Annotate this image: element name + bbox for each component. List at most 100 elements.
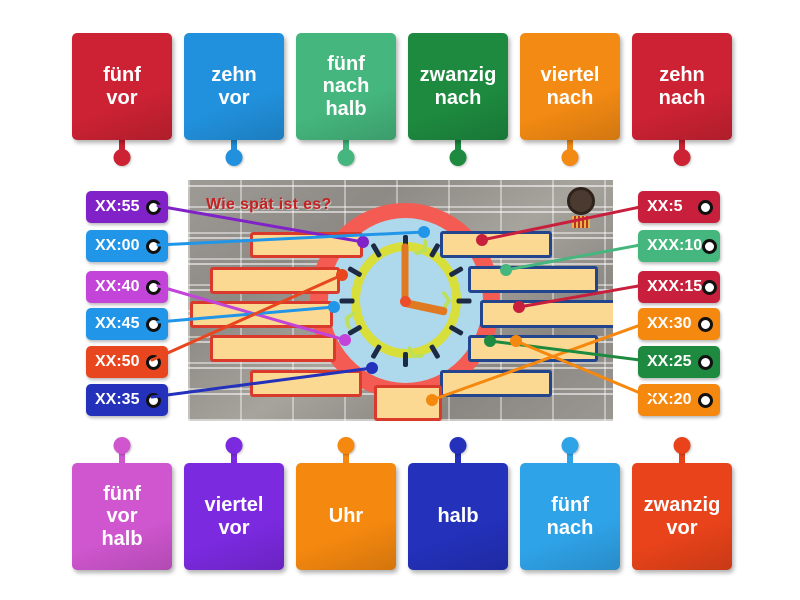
clock-tick (456, 298, 472, 304)
peg-stick (679, 449, 685, 463)
word-card[interactable]: viertel vor (184, 463, 284, 570)
connector-dot[interactable] (702, 238, 718, 254)
peg-knob (225, 149, 243, 166)
answer-chip[interactable]: XX:55 (86, 191, 168, 223)
peg-knob (337, 437, 355, 454)
answer-chip[interactable]: XXX:10 (638, 230, 720, 262)
answer-chip[interactable]: XX:40 (86, 271, 168, 303)
callout-box[interactable] (374, 385, 442, 421)
ornament-base (572, 216, 590, 228)
word-card[interactable]: halb (408, 463, 508, 570)
answer-chip[interactable]: XX:45 (86, 308, 168, 340)
callout-box[interactable] (480, 300, 613, 328)
answer-chip-label: XX:40 (95, 278, 140, 295)
answer-chip-label: XX:5 (647, 198, 683, 215)
word-card-label: viertel nach (540, 64, 600, 109)
word-card-label: zwanzig nach (419, 64, 497, 109)
word-card-peg (558, 138, 582, 166)
connector-dot[interactable] (146, 392, 161, 408)
answer-chip-label: XX:50 (95, 353, 140, 370)
peg-knob (561, 149, 579, 166)
peg-knob (673, 437, 691, 454)
answer-chip-label: XX:45 (95, 315, 140, 332)
word-card-peg (670, 437, 694, 465)
word-card[interactable]: fünf vor halb (72, 463, 172, 570)
answer-chip[interactable]: XX:50 (86, 346, 168, 378)
clock-tick (403, 352, 408, 367)
word-card[interactable]: fünf nach (520, 463, 620, 570)
peg-stick (567, 138, 573, 152)
answer-chip-label: XX:25 (647, 353, 692, 370)
peg-stick (119, 138, 125, 152)
callout-box[interactable] (250, 370, 362, 397)
peg-knob (113, 437, 131, 454)
word-card[interactable]: zwanzig vor (632, 463, 732, 570)
callout-box[interactable] (468, 335, 598, 362)
connector-dot[interactable] (146, 354, 161, 370)
word-card-label: zehn vor (211, 64, 257, 109)
answer-chip[interactable]: XX:25 (638, 346, 720, 378)
peg-knob (225, 437, 243, 454)
answer-chip-label: XX:00 (95, 237, 140, 254)
callout-box[interactable] (440, 370, 552, 397)
answer-chip[interactable]: XX:20 (638, 384, 720, 416)
answer-chip[interactable]: XX:35 (86, 384, 168, 416)
word-card-label: fünf vor halb (101, 482, 143, 550)
connector-dot[interactable] (698, 392, 713, 408)
connector-dot[interactable] (146, 279, 161, 295)
word-card[interactable]: zehn vor (184, 33, 284, 140)
peg-stick (231, 449, 237, 463)
peg-knob (449, 149, 467, 166)
answer-chip[interactable]: XXX:15 (638, 271, 720, 303)
connector-dot[interactable] (146, 316, 161, 332)
word-card-peg (558, 437, 582, 465)
peg-knob (337, 149, 355, 166)
answer-chip[interactable]: XX:5 (638, 191, 720, 223)
answer-chip-label: XXX:10 (647, 237, 703, 254)
connector-dot[interactable] (698, 199, 713, 215)
word-card-label: zehn nach (658, 64, 706, 109)
word-card[interactable]: fünf nach halb (296, 33, 396, 140)
picture-heading: Wie spät ist es? (206, 196, 332, 213)
answer-chip-label: XXX:15 (647, 278, 703, 295)
peg-knob (673, 149, 691, 166)
clock-tick (339, 298, 355, 304)
callout-box[interactable] (190, 301, 333, 328)
word-card[interactable]: zehn nach (632, 33, 732, 140)
word-card[interactable]: Uhr (296, 463, 396, 570)
connector-dot[interactable] (146, 199, 161, 215)
callout-box[interactable] (210, 335, 336, 362)
peg-knob (561, 437, 579, 454)
word-card-peg (110, 437, 134, 465)
word-card[interactable]: fünf vor (72, 33, 172, 140)
word-card[interactable]: zwanzig nach (408, 33, 508, 140)
word-card-label: viertel vor (204, 494, 264, 539)
word-card-peg (670, 138, 694, 166)
peg-stick (455, 449, 461, 463)
callout-box[interactable] (440, 231, 552, 258)
answer-chip-label: XX:30 (647, 315, 692, 332)
callout-box[interactable] (210, 267, 340, 294)
callout-box[interactable] (250, 232, 363, 258)
ornament-dial (567, 187, 595, 215)
word-card-label: zwanzig vor (643, 494, 721, 539)
peg-stick (119, 449, 125, 463)
word-card[interactable]: viertel nach (520, 33, 620, 140)
peg-stick (343, 449, 349, 463)
answer-chip-label: XX:20 (647, 391, 692, 408)
callout-box[interactable] (468, 266, 598, 293)
connector-dot[interactable] (146, 238, 161, 254)
wall-clock-ornament-icon (567, 187, 595, 228)
clock-picture: Wie spät ist es? ❯ ❯ ❯ ❯ (188, 180, 613, 421)
peg-knob (449, 437, 467, 454)
word-card-peg (334, 138, 358, 166)
word-card-peg (446, 437, 470, 465)
answer-chip[interactable]: XX:00 (86, 230, 168, 262)
word-card-label: fünf vor (103, 64, 141, 109)
connector-dot[interactable] (698, 354, 713, 370)
connector-dot[interactable] (702, 279, 718, 295)
connector-dot[interactable] (698, 316, 713, 332)
word-card-label: Uhr (328, 505, 364, 528)
answer-chip[interactable]: XX:30 (638, 308, 720, 340)
